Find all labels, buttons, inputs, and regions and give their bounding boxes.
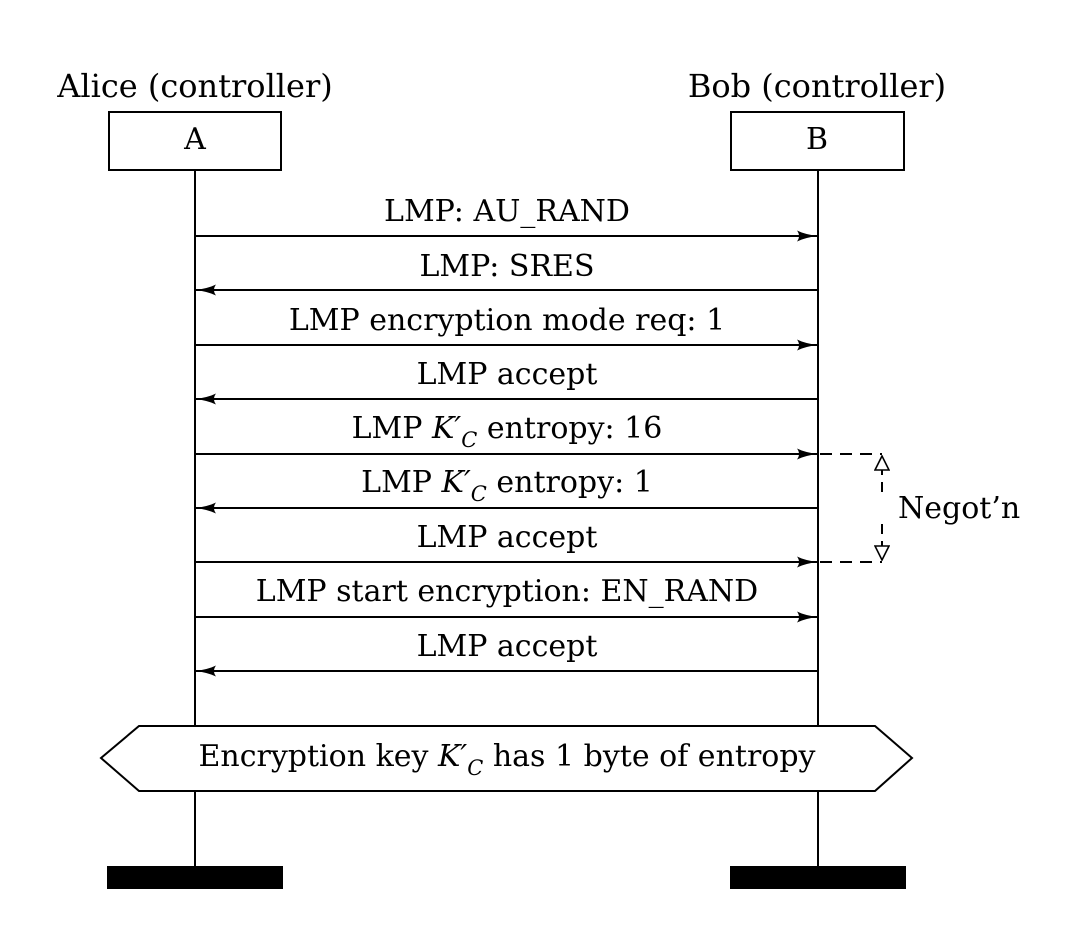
result-banner-shape [99, 725, 914, 792]
message-6-label-post: entropy: 1 [487, 465, 653, 500]
participant-box-b [730, 111, 905, 171]
result-banner-post: has 1 byte of entropy [483, 739, 815, 774]
message-6-label: LMP K′C entropy: 1 [361, 465, 653, 506]
participant-box-a [108, 111, 282, 171]
message-1: LMP: AU_RAND [195, 194, 818, 242]
message-5-label: LMP K′C entropy: 16 [352, 411, 663, 452]
message-4: LMP accept [195, 357, 818, 405]
message-5-label-pre: LMP [352, 411, 432, 446]
message-8-label: LMP start encryption: EN_RAND [256, 574, 758, 609]
message-3-label: LMP encryption mode req: 1 [289, 303, 725, 338]
result-banner: Encryption key K′C has 1 byte of entropy [99, 725, 914, 792]
message-4-label: LMP accept [417, 357, 598, 392]
lifeline-end-b [730, 866, 906, 889]
message-8: LMP start encryption: EN_RAND [195, 574, 818, 623]
message-7-label: LMP accept [417, 520, 598, 555]
result-banner-math: K′ [437, 739, 467, 774]
lifeline-end-a [107, 866, 283, 889]
participant-box-label-a: A [183, 122, 206, 157]
message-6-label-pre: LMP [361, 465, 441, 500]
message-2: LMP: SRES [195, 249, 818, 296]
result-banner-text: Encryption key K′C has 1 byte of entropy [198, 739, 815, 780]
negotiation-label: Negot’n [898, 491, 1020, 526]
message-6-label-math: K′ [441, 465, 471, 500]
message-1-label: LMP: AU_RAND [384, 194, 630, 229]
participant-box-label-b: B [806, 122, 828, 157]
message-5-label-sub: C [461, 428, 477, 452]
message-6-label-sub: C [471, 482, 487, 506]
message-5-label-math: K′ [431, 411, 461, 446]
result-banner-sub: C [467, 756, 483, 780]
message-9-label: LMP accept [417, 629, 598, 664]
message-6: LMP K′C entropy: 1 [195, 465, 818, 514]
message-5-label-post: entropy: 16 [477, 411, 662, 446]
message-7: LMP accept [195, 520, 818, 568]
message-9: LMP accept [195, 629, 818, 677]
message-5: LMP K′C entropy: 16 [195, 411, 818, 460]
result-banner-pre: Encryption key [198, 739, 438, 774]
message-2-label: LMP: SRES [420, 249, 595, 284]
negotiation-bracket: Negot’n [820, 453, 1020, 563]
participant-title-bob: Bob (controller) [688, 67, 946, 105]
participant-title-alice: Alice (controller) [56, 67, 333, 105]
message-3: LMP encryption mode req: 1 [195, 303, 818, 351]
